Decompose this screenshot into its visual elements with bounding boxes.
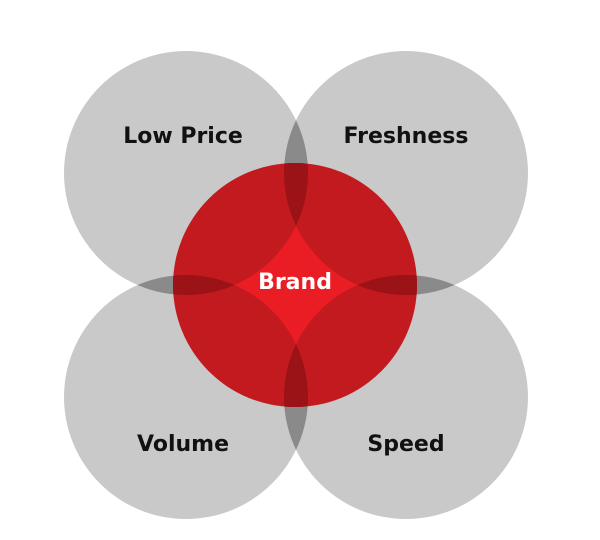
label-freshness: Freshness xyxy=(344,124,469,149)
label-volume: Volume xyxy=(137,432,229,457)
brand-core xyxy=(173,163,417,407)
label-speed: Speed xyxy=(367,432,444,457)
label-low-price: Low Price xyxy=(123,124,243,149)
label-brand: Brand xyxy=(258,270,332,295)
